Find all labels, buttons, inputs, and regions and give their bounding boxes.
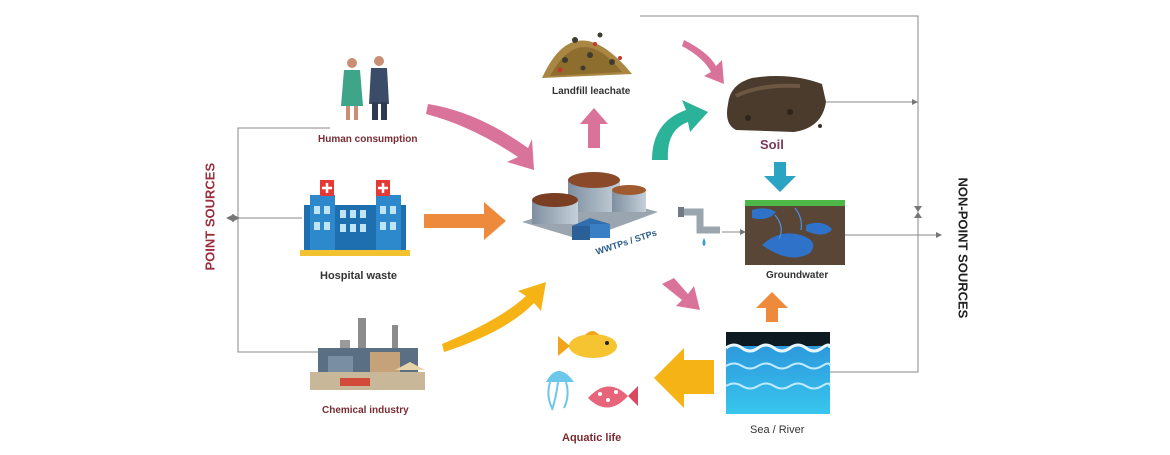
arrow-human-to-wwtp — [426, 104, 534, 170]
arrow-wwtp-to-landfill — [580, 108, 608, 148]
arrow-hospital-to-wwtp — [424, 202, 506, 240]
fish-icon — [558, 331, 617, 358]
sea-icon — [725, 332, 832, 414]
factory-icon — [310, 318, 425, 390]
right-side-label: NON-POINT SOURCES — [955, 177, 971, 319]
landfill-leachate-label: Landfill leachate — [552, 86, 631, 97]
connector-arrowheads — [226, 99, 942, 238]
soil-icon — [727, 76, 826, 132]
arrow-wwtp-to-soil — [652, 100, 708, 160]
pipe-icon — [678, 207, 720, 246]
groundwater-icon — [745, 200, 845, 265]
people-icon — [341, 56, 389, 120]
arrow-landfill-to-soil — [682, 40, 724, 84]
hospital-waste-label: Hospital waste — [320, 270, 398, 282]
connector-lines — [228, 15, 940, 373]
arrow-soil-to-groundwater — [764, 162, 796, 192]
groundwater-label: Groundwater — [766, 270, 829, 281]
arrow-chemical-to-wwtp — [442, 282, 546, 352]
human-consumption-label: Human consumption — [318, 134, 418, 145]
hospital-icon — [300, 180, 410, 256]
aquatic-life-label: Aquatic life — [562, 432, 622, 444]
chemical-industry-label: Chemical industry — [322, 405, 409, 416]
left-side-label: POINT SOURCES — [202, 162, 218, 271]
arrow-wwtp-to-sea — [662, 278, 700, 310]
wwtp-icon — [522, 172, 658, 240]
sea-river-label: Sea / River — [750, 424, 805, 436]
flow-arrows — [424, 40, 796, 408]
landfill-icon — [542, 32, 632, 78]
red-fish-icon — [588, 386, 638, 408]
soil-label: Soil — [760, 137, 784, 152]
arrow-sea-to-aquatic — [654, 348, 714, 408]
jellyfish-icon — [546, 371, 574, 411]
arrow-sea-to-groundwater — [756, 292, 788, 322]
